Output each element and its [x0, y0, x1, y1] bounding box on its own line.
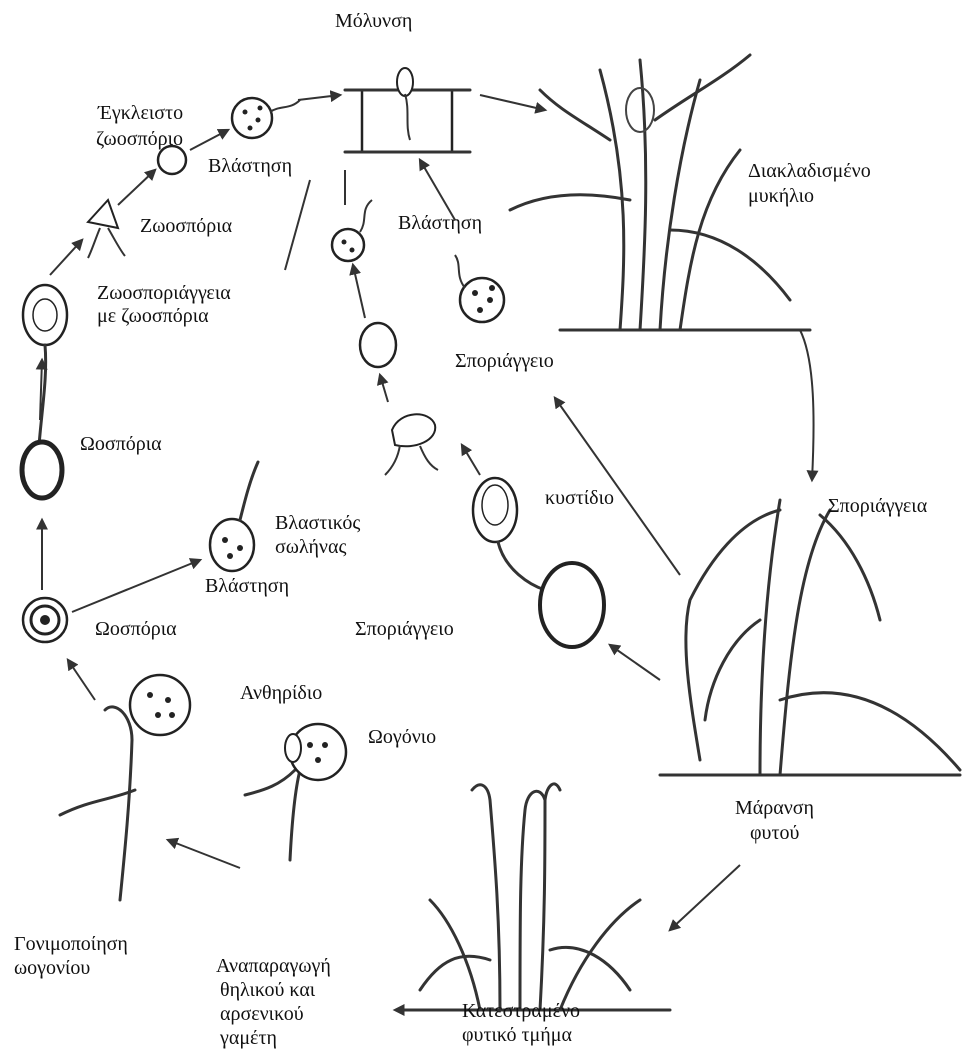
fertilized-oogonium-icon [60, 675, 190, 900]
label-zoospore: Ζωοσπόρια [140, 215, 232, 237]
label-wilting-line1: Μάρανση [735, 797, 814, 819]
label-reproduction-line4: γαμέτη [220, 1027, 277, 1049]
label-sporangium-lower: Σποριάγγειο [355, 618, 454, 640]
label-branched-mycelium-line2: μυκήλιο [748, 185, 814, 207]
label-oospore-upper: Ωοσπόρια [80, 433, 162, 455]
label-reproduction-line1: Αναπαραγωγή [216, 955, 331, 977]
label-fertilization-line1: Γονιμοποίηση [14, 933, 128, 955]
germ-tube-icon [210, 462, 258, 571]
zoospore-icon [88, 200, 125, 258]
germinating-zoospore-icon [332, 200, 372, 261]
collapsed-plant-icon [400, 784, 670, 1010]
antheridium-oogonium-icon [245, 724, 346, 860]
label-reproduction-line3: αρσενικού [220, 1003, 304, 1025]
label-infection: Μόλυνση [335, 10, 412, 32]
infection-cells-icon [345, 68, 470, 152]
label-sporangium-upper: Σποριάγγειο [455, 350, 554, 372]
label-germ-tube-line1: Βλαστικός [275, 512, 360, 534]
label-fertilization-line2: ωογονίου [14, 957, 90, 979]
label-destroyed-line1: Κατεστραμένο [462, 1000, 580, 1022]
label-sporangia-right: Σποριάγγεια [828, 495, 927, 517]
label-germination-mid: Βλάστηση [398, 212, 482, 234]
zoospore-mid-icon [385, 414, 438, 475]
cyst-icon [360, 323, 396, 367]
label-branched-mycelium-line1: Διακλαδισμένο [748, 160, 871, 182]
label-oogonium: Ωογόνιο [368, 726, 436, 748]
label-antheridium: Ανθηρίδιο [240, 682, 322, 704]
label-germination-top: Βλάστηση [208, 155, 292, 177]
oospore-icon [23, 598, 67, 642]
label-zoosporangia-line1: Ζωοσποριάγγεια [97, 282, 231, 304]
label-oospore-lower: Ωοσπόρια [95, 618, 177, 640]
label-germ-tube-line2: σωλήνας [275, 536, 346, 558]
label-encysted-zoospore-line1: Έγκλειστο [98, 102, 183, 124]
label-reproduction-line2: θηλικού και [220, 979, 315, 1001]
label-destroyed-line2: φυτικό τμήμα [462, 1024, 572, 1046]
zoosporangium-icon [23, 285, 67, 460]
wilted-plant-icon [660, 500, 960, 775]
germinating-cyst-icon [232, 98, 300, 138]
label-vesicle: κυστίδιο [545, 487, 614, 509]
label-encysted-zoospore-line2: ζωοσπόριο [96, 128, 183, 150]
encysted-zoospore-icon [158, 146, 186, 174]
label-zoosporangia-line2: με ζωοσπόρια [97, 305, 209, 327]
sporangium-icon [455, 255, 504, 322]
label-germination-low: Βλάστηση [205, 575, 289, 597]
label-wilting-line2: φυτού [750, 822, 799, 844]
oospore-upper-icon [22, 442, 62, 498]
